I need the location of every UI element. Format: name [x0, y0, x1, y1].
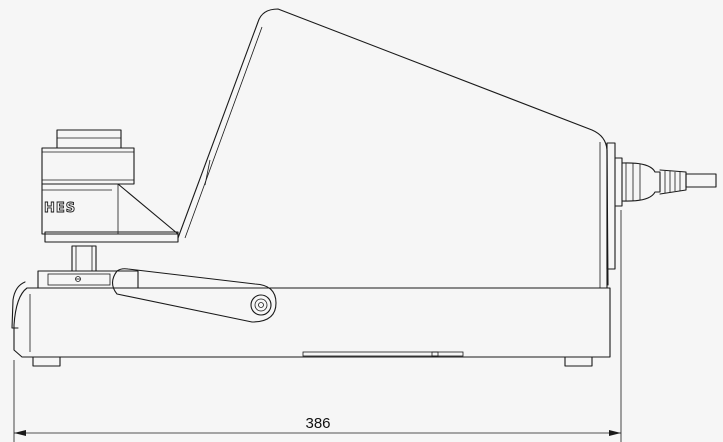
cable-connector [606, 142, 717, 270]
clamp-platform [37, 231, 179, 289]
foot-left [32, 356, 61, 367]
lever-arm [111, 268, 277, 323]
dimension-label: 386 [305, 415, 330, 432]
dimension-overall-length: 386 [13, 210, 622, 442]
machine-base [11, 281, 611, 367]
foot-right [564, 356, 593, 367]
lever-pivot-knob [250, 294, 272, 316]
rotating-head: HES [41, 129, 179, 235]
logo-text: HES [44, 201, 76, 216]
machine-housing [177, 8, 609, 289]
